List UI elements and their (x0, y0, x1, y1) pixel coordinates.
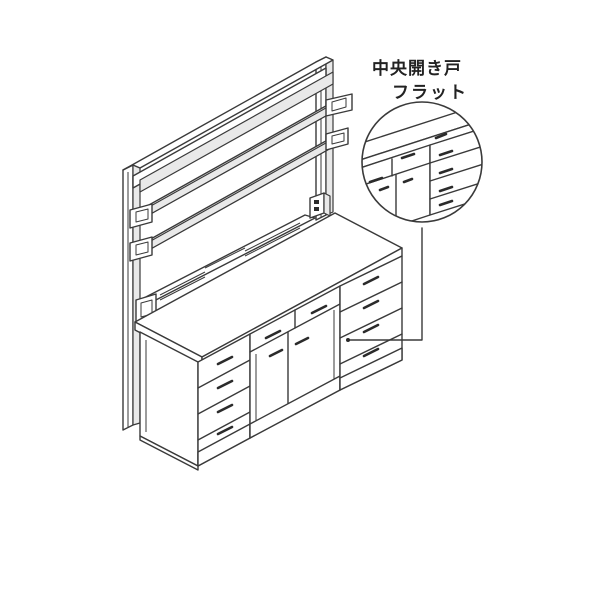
center-section (249, 285, 341, 439)
leader-point (346, 338, 350, 342)
callout-label-title: 中央開き戸 (372, 59, 462, 79)
center-drawer-handle-left (264, 329, 282, 340)
drawer-handle (362, 323, 380, 334)
middle-shelf (129, 127, 349, 262)
callout-leader (346, 227, 423, 342)
upper-shelf (129, 93, 353, 229)
drawer-handle (362, 299, 380, 310)
left-post-side (132, 164, 141, 426)
left-drawer-stack (197, 333, 251, 467)
top-beam-underside (139, 71, 334, 193)
drawer-handle (362, 347, 380, 358)
door-handle-left (268, 348, 284, 358)
door-handle-right (294, 336, 310, 346)
zoom-detail (361, 101, 483, 223)
top-beam-top (122, 56, 334, 171)
right-drawer-stack (339, 255, 403, 391)
drawer-handle (216, 403, 234, 414)
drawer-handle (216, 425, 234, 436)
zoom-circle-outline (361, 101, 483, 223)
back-rail (135, 192, 331, 325)
leader-line (347, 227, 423, 341)
hutch-frame (122, 56, 334, 431)
callout-label-subtitle: フラット (392, 83, 468, 103)
drawer-handle (216, 379, 234, 390)
power-outlet-box (309, 192, 325, 219)
drawer-handle (216, 355, 234, 366)
center-drawer-handle-right (310, 304, 328, 315)
right-stack-plinth (339, 347, 403, 391)
drawer-handle (362, 275, 380, 286)
